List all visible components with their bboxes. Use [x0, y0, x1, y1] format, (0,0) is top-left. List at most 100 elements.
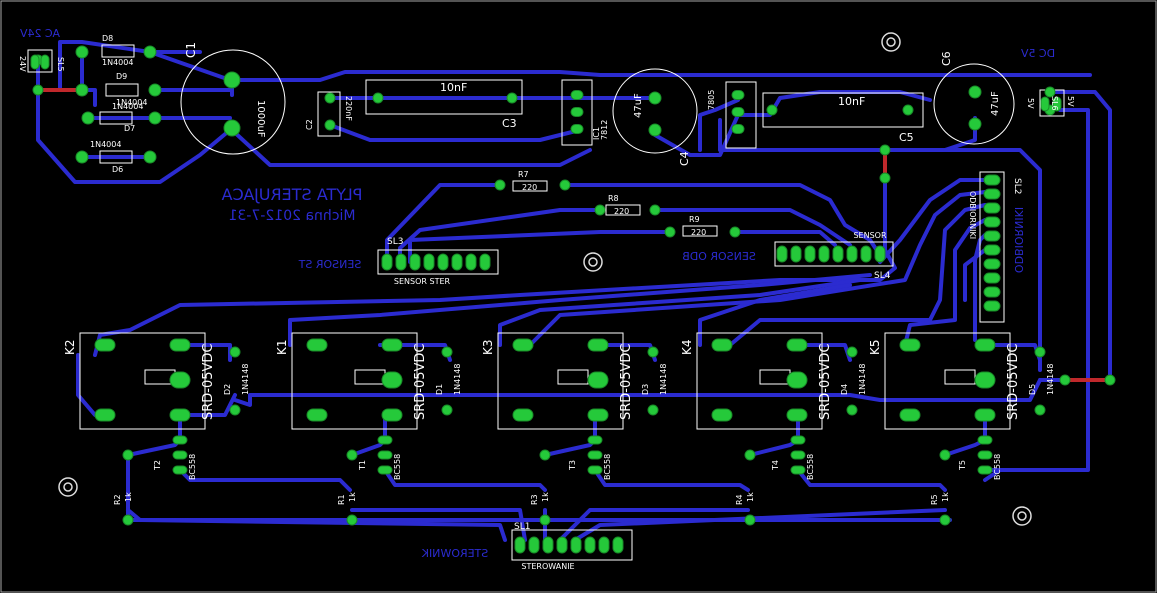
dc-output-label: DC 5V	[1020, 47, 1055, 60]
relay-pad	[786, 371, 808, 389]
transistor-pad	[377, 465, 393, 475]
relay-pad	[381, 338, 403, 352]
sterownik-label: STEROWNIK	[421, 547, 488, 560]
sensor-st-pin	[381, 253, 393, 271]
resistor-pad	[744, 514, 756, 526]
pad	[731, 124, 745, 134]
diode-pad	[1034, 346, 1046, 358]
sterowanie-pin	[514, 536, 526, 554]
relay-model: SRD-05VDC	[619, 343, 634, 420]
d9-value: 1N4004	[116, 98, 147, 107]
sensor-st-pin	[409, 253, 421, 271]
c6-value: 47uF	[990, 91, 1001, 116]
relay-pad	[899, 338, 921, 352]
relay-pad	[381, 371, 403, 389]
d6-value: 1N4004	[90, 140, 121, 149]
odbiorniki-pin	[983, 188, 1001, 200]
ac-input-label: AC 24V	[20, 27, 61, 40]
sterowanie-pin	[570, 536, 582, 554]
relay-transistor-value: BC558	[188, 454, 197, 480]
transistor-pad	[587, 465, 603, 475]
r8-value: 220	[614, 207, 629, 216]
sensor-odb-pin	[804, 245, 816, 263]
relay-transistor-ref: T1	[358, 460, 367, 471]
pad	[506, 92, 518, 104]
ac-pin-label: 24V	[18, 56, 27, 72]
pad	[148, 83, 162, 97]
transistor-pad	[587, 450, 603, 460]
diode-pad	[229, 346, 241, 358]
d8-ref: D8	[102, 34, 113, 43]
diode-pad	[846, 346, 858, 358]
c1-value: 1000uF	[255, 100, 266, 138]
transistor-pad	[977, 450, 993, 460]
sterowanie-pin	[612, 536, 624, 554]
diode-pad	[229, 404, 241, 416]
board-title: PLYTA STERUJACA	[222, 185, 363, 204]
pad	[1044, 86, 1056, 98]
relay-resistor-ref: R1	[337, 494, 346, 505]
relay-diode-ref: D3	[641, 384, 650, 395]
dc-pin-a-label: 5V	[1026, 98, 1035, 109]
mounting-holes	[58, 32, 1032, 526]
transistor-pad	[172, 450, 188, 460]
relay-resistor-value: 1k	[541, 492, 550, 502]
diode-pad	[441, 346, 453, 358]
pad	[570, 90, 584, 100]
sensor-st-pin	[395, 253, 407, 271]
c5-ref: C5	[899, 131, 914, 144]
sterowanie-pin	[598, 536, 610, 554]
pad	[559, 179, 571, 191]
sterowanie-pin	[556, 536, 568, 554]
relay-transistor-value: BC558	[806, 454, 815, 480]
relay-pad	[974, 338, 996, 352]
pad	[324, 92, 336, 104]
relay-ref: K2	[63, 339, 77, 355]
resistor-pad	[346, 514, 358, 526]
odbiorniki-label: ODBIORNIKI	[968, 191, 977, 239]
pad	[143, 45, 157, 59]
relay-pad	[381, 408, 403, 422]
pad	[494, 179, 506, 191]
diode-pad	[1034, 404, 1046, 416]
relay-pad	[786, 408, 808, 422]
resistor-pad	[539, 514, 551, 526]
diode-pad	[647, 346, 659, 358]
relay-pad	[974, 408, 996, 422]
transistor-pad	[977, 465, 993, 475]
relay-pad	[94, 338, 116, 352]
relay-pad	[94, 408, 116, 422]
pad	[324, 119, 336, 131]
sensor-odb-label: SENSOR ODB	[682, 250, 756, 263]
relay-resistor-ref: R5	[930, 494, 939, 505]
odbiorniki-pin	[983, 244, 1001, 256]
pad	[570, 107, 584, 117]
relay-model: SRD-05VDC	[1006, 343, 1021, 420]
pad	[372, 92, 384, 104]
sensor-label: SENSOR	[853, 231, 886, 240]
relay-pad	[512, 338, 534, 352]
pad	[1104, 374, 1116, 386]
odbiornik-label: ODBIORNIKI	[1012, 207, 1025, 273]
pad	[664, 226, 676, 238]
relay-diode-ref: D5	[1028, 384, 1037, 395]
transistor-pad	[587, 435, 603, 445]
sterowanie-label: STEROWANIE	[521, 562, 574, 571]
odbiorniki-pin	[983, 258, 1001, 270]
c5-value: 10nF	[838, 95, 865, 108]
resistor-pad	[939, 514, 951, 526]
odbiorniki-pin	[983, 202, 1001, 214]
sensor-st-pin	[423, 253, 435, 271]
sensor-odb-pin	[846, 245, 858, 263]
relay-pad	[587, 338, 609, 352]
odbiorniki-pin	[983, 174, 1001, 186]
relay-transistor-value: BC558	[993, 454, 1002, 480]
relay-pad	[711, 338, 733, 352]
c2-value: 220nF	[344, 96, 353, 121]
diode-pad	[441, 404, 453, 416]
relay-ref: K3	[481, 339, 495, 355]
sensor-st-pin	[437, 253, 449, 271]
pad	[879, 172, 891, 184]
